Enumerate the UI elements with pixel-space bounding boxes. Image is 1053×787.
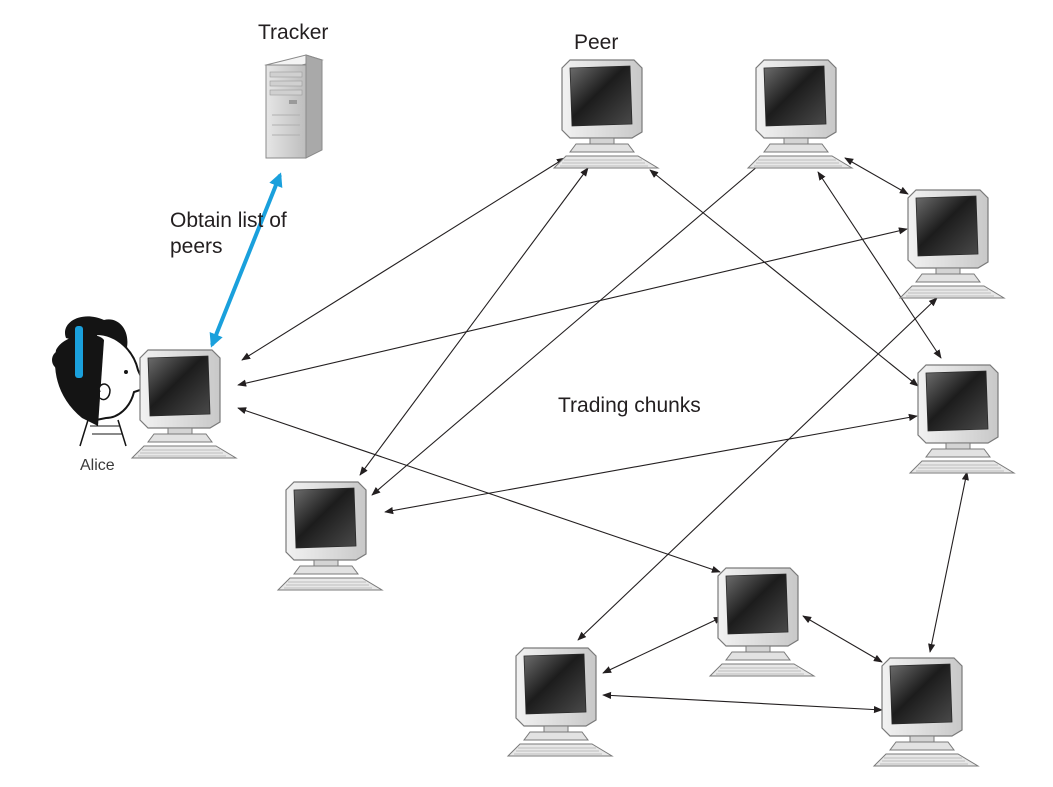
peer-computer-top-icon	[552, 59, 660, 169]
peer-computer-bottom-right-icon	[872, 657, 980, 767]
peer-link-10	[577, 297, 938, 641]
peer-computer-right-middle-icon	[908, 364, 1016, 474]
peer-links	[209, 157, 969, 714]
peer-link-12	[802, 615, 883, 663]
trading-chunks-label: Trading chunks	[558, 394, 701, 417]
peer-link-1	[241, 157, 566, 361]
peer-link-6	[384, 413, 918, 515]
peer-link-4	[359, 167, 589, 476]
peer-link-14	[928, 471, 969, 653]
peer-link-2	[237, 227, 908, 387]
peer-link-11	[602, 616, 723, 674]
alice-avatar	[52, 316, 148, 447]
peer-computer-left-icon	[276, 481, 384, 591]
peer-computer-right-upper-icon	[898, 189, 1006, 299]
alice-label: Alice	[80, 457, 115, 474]
tracker-label: Tracker	[258, 21, 329, 44]
tracker-link-arrow	[209, 172, 283, 348]
peer-link-7	[649, 169, 919, 387]
tracker-server-icon	[264, 54, 324, 159]
peer-link-5	[371, 159, 766, 496]
peer-link-9	[844, 157, 909, 195]
alice-computer-icon	[130, 349, 238, 459]
peer-computer-top-right-icon	[746, 59, 854, 169]
peer-computer-bottom-left-icon	[506, 647, 614, 757]
peer-computer-bottom-middle-icon	[708, 567, 816, 677]
peer-label: Peer	[574, 31, 619, 54]
obtain-list-label: Obtain list of peers	[170, 209, 287, 259]
peer-computers	[130, 59, 1016, 767]
peer-link-13	[602, 691, 883, 714]
